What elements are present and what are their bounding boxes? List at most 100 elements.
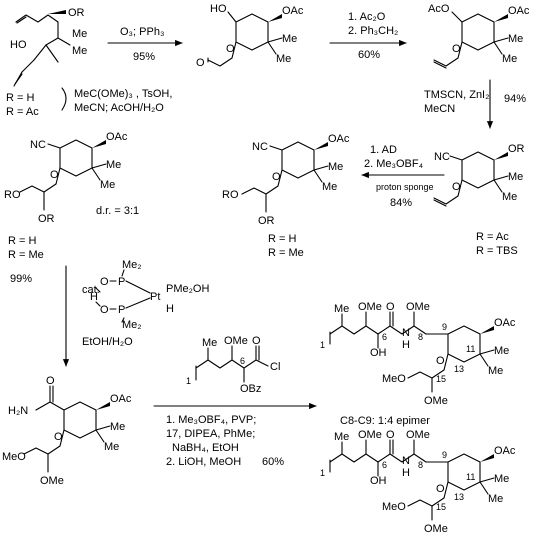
atom-number: 1 — [320, 468, 325, 478]
yield: 94% — [504, 93, 526, 105]
atom-number: 9 — [442, 450, 447, 460]
atom-number: 9 — [442, 322, 447, 332]
atom-me: Me — [502, 53, 517, 65]
atom-number: 6 — [382, 332, 387, 342]
yield: 84% — [390, 197, 412, 209]
atom-number: 8 — [418, 332, 423, 342]
pt-catalyst: Me₂ P O H O P Me₂ Pt PMe₂OH H — [90, 259, 209, 331]
atom-me: Me — [328, 161, 343, 173]
atom-number: 1 — [320, 340, 325, 350]
r-group: R = H — [268, 233, 296, 245]
r-group: R = Me — [8, 249, 44, 261]
atom-oh: OH — [370, 475, 387, 487]
atom-number: 11 — [466, 344, 475, 354]
reagent: proton sponge — [376, 182, 434, 192]
atom-number: 11 — [466, 472, 475, 482]
reagent: 1. Ac₂O — [348, 11, 386, 23]
atom-ro: RO — [222, 189, 239, 201]
atom-me: Me — [488, 365, 503, 377]
atom-me2: Me₂ — [122, 259, 142, 271]
atom-ome: OMe — [424, 395, 448, 407]
atom-me: Me — [322, 181, 337, 193]
atom-meo: MeO — [382, 373, 406, 385]
atom-me: Me — [110, 421, 125, 433]
atom-pme2oh: PMe₂OH — [166, 283, 209, 295]
atom-ho: HO — [210, 3, 227, 15]
primary-amide: O H₂N OAc Me Me O MeO OMe — [2, 375, 132, 487]
atom-meo: MeO — [2, 451, 26, 463]
atom-h2n: H₂N — [8, 405, 28, 417]
atom-ome: OMe — [358, 301, 382, 313]
yield: 60% — [262, 456, 284, 468]
reagent: 1. Me₃OBF₄, PVP; — [166, 414, 256, 426]
atom-me: Me — [202, 337, 217, 349]
atom-me: Me — [334, 303, 349, 315]
r-group: R = H — [8, 235, 36, 247]
atom-oac: OAc — [494, 317, 516, 329]
r-group: R = TBS — [476, 245, 518, 257]
atom-oh: OH — [370, 347, 387, 359]
atom-p: P — [118, 304, 125, 316]
atom-oac: OAc — [328, 133, 350, 145]
atom-number: 15 — [436, 502, 446, 512]
atom-o: O — [436, 483, 445, 495]
yield: 60% — [358, 49, 380, 61]
atom-nc: NC — [252, 141, 268, 153]
atom-or: OR — [258, 215, 275, 227]
reagent: O₃; PPh₃ — [120, 26, 164, 38]
atom-pt: Pt — [150, 291, 160, 303]
reagent: 17, DIPEA, PhMe; — [166, 428, 255, 440]
yield: 99% — [10, 273, 32, 285]
atom-aco: AcO — [428, 3, 450, 15]
reagent: 2. LiOH, MeOH — [166, 456, 241, 468]
atom-number: 13 — [454, 492, 464, 502]
atom-me2: Me₂ — [122, 319, 142, 331]
atom-nc: NC — [30, 139, 46, 151]
nitrile-diol-middle: NC OAc Me Me O RO OR R = H R = Me — [222, 133, 350, 259]
atom-ome: OMe — [406, 429, 430, 441]
atom-h: H — [402, 339, 410, 351]
nitrile-diol-left: NC OAc Me Me O RO OR d.r. = 3:1 R = H R … — [4, 131, 139, 261]
atom-o: O — [196, 57, 205, 69]
reagent: 2. Ph₃CH₂ — [348, 25, 398, 37]
atom-oac: OAc — [494, 445, 516, 457]
atom-me: Me — [100, 179, 115, 191]
atom-number: 13 — [454, 364, 464, 374]
atom-ro: RO — [4, 189, 21, 201]
reagent: cat. — [82, 284, 100, 296]
atom-ome: OMe — [224, 335, 248, 347]
atom-me: Me — [502, 191, 517, 203]
atom-me: Me — [276, 53, 291, 65]
atom-ome: OMe — [358, 429, 382, 441]
atom-me: Me — [104, 441, 119, 453]
atom-cl: Cl — [270, 361, 280, 373]
epimer-label: C8-C9: 1:4 epimer — [340, 415, 430, 427]
atom-number: 1 — [186, 376, 191, 386]
reagent: MeCN; AcOH/H₂O — [74, 102, 164, 114]
atom-number: 15 — [436, 374, 446, 384]
r-group: R = Ac — [6, 106, 39, 118]
acid-chloride-17: Me OMe O Cl OBz 1 6 — [186, 335, 280, 395]
atom-o: O — [252, 335, 261, 347]
atom-number: 6 — [382, 460, 387, 470]
atom-o: O — [46, 375, 55, 387]
atom-oac: OAc — [110, 393, 132, 405]
atom-me: Me — [508, 33, 523, 45]
atom-number: 8 — [418, 460, 423, 470]
atom-or: OR — [68, 7, 85, 19]
atom-or: OR — [38, 213, 55, 225]
atom-o: O — [386, 429, 395, 441]
reagent: EtOH/H₂O — [82, 336, 133, 348]
atom-me: Me — [282, 33, 297, 45]
atom-me: Me — [106, 159, 121, 171]
reagent: MeCN — [424, 103, 455, 115]
atom-o: O — [54, 431, 63, 443]
atom-o: O — [50, 169, 59, 181]
atom-obz: OBz — [240, 383, 261, 395]
atom-o: O — [272, 171, 281, 183]
atom-me: Me — [494, 473, 509, 485]
atom-me: Me — [508, 171, 523, 183]
atom-o: O — [226, 43, 235, 55]
product-epimer: Me OMe O N H OMe OH OAc Me Me O MeO OMe … — [320, 301, 516, 407]
atom-me: Me — [72, 45, 87, 57]
